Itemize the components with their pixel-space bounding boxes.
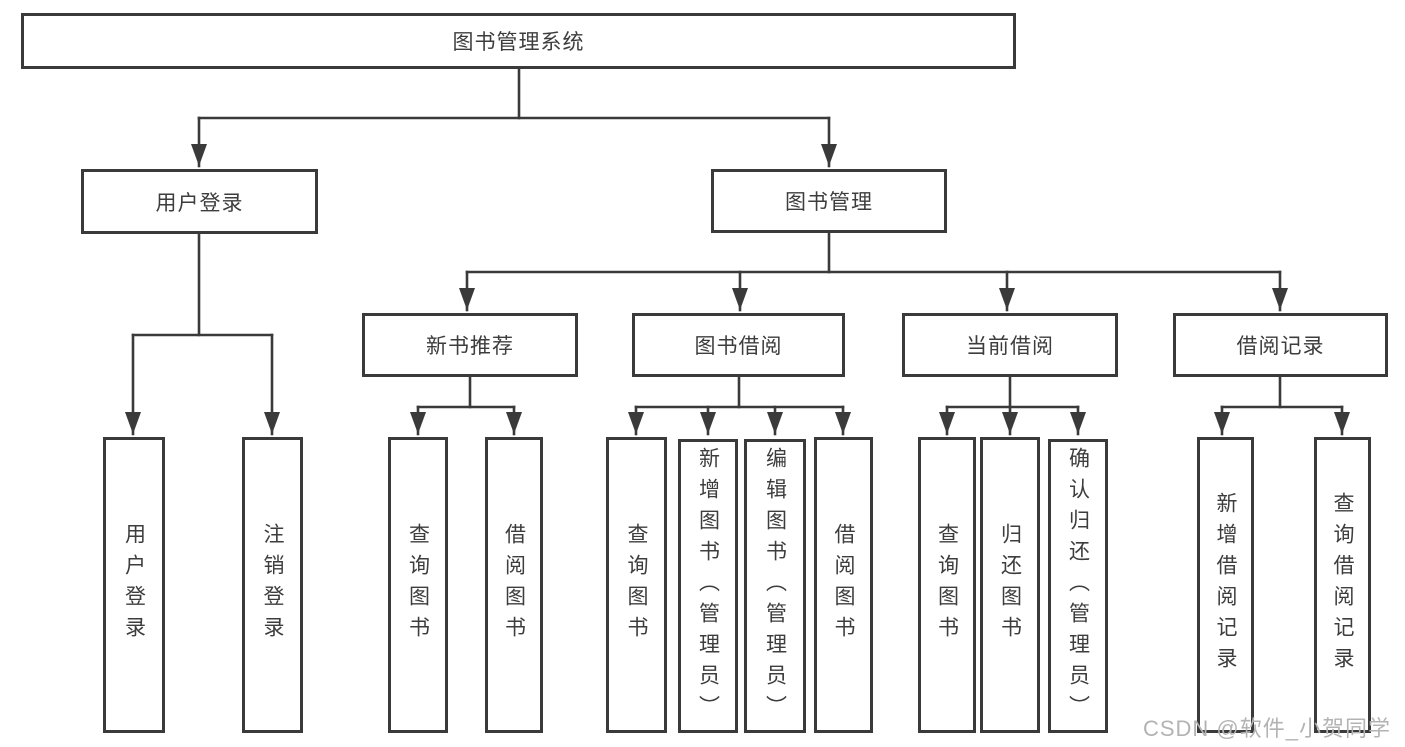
node-label: 用户登录	[122, 523, 146, 647]
leaf-add-borrow-record: 新增借阅记录	[1197, 437, 1254, 733]
leaf-confirm-return-admin: 确认归还（管理员）	[1048, 439, 1108, 733]
node-label: 借阅记录	[1236, 335, 1325, 358]
leaf-user-login: 用户登录	[103, 437, 165, 733]
node-label: 用户登录	[155, 191, 244, 215]
node-label: 确认归还（管理员）	[1066, 446, 1090, 726]
leaf-edit-book-admin: 编辑图书（管理员）	[744, 439, 806, 733]
node-book-management: 图书管理	[711, 169, 947, 233]
csdn-watermark: CSDN @软件_小贺同学	[1142, 716, 1391, 741]
leaf-query-books-recommend: 查询图书	[388, 437, 448, 733]
node-user-login: 用户登录	[81, 169, 318, 234]
leaf-query-borrow-record: 查询借阅记录	[1314, 437, 1371, 733]
node-current-borrowing: 当前借阅	[902, 313, 1118, 377]
node-new-book-recommend: 新书推荐	[362, 313, 578, 377]
leaf-return-books: 归还图书	[980, 437, 1040, 733]
leaf-borrow-books-recommend: 借阅图书	[485, 437, 543, 733]
node-label: 查询图书	[625, 523, 648, 647]
leaf-query-books-current: 查询图书	[918, 437, 976, 733]
node-label: 注销登录	[261, 523, 284, 647]
node-borrowing-records: 借阅记录	[1173, 313, 1388, 377]
node-label: 查询图书	[406, 523, 430, 647]
node-label: 图书管理	[785, 191, 873, 214]
node-label: 当前借阅	[966, 335, 1054, 358]
node-label: 新书推荐	[426, 335, 514, 358]
node-label: 新增借阅记录	[1214, 492, 1237, 678]
node-book-borrowing: 图书借阅	[632, 313, 845, 377]
node-label: 查询借阅记录	[1331, 492, 1354, 678]
leaf-borrow-books: 借阅图书	[814, 437, 873, 733]
node-label: 新增图书（管理员）	[696, 446, 720, 726]
leaf-logout: 注销登录	[242, 437, 303, 733]
leaf-query-books-borrowing: 查询图书	[606, 437, 667, 733]
node-label: 归还图书	[998, 523, 1022, 647]
node-label: 借阅图书	[832, 523, 855, 647]
node-label: 图书管理系统	[452, 31, 585, 54]
node-label: 借阅图书	[502, 523, 526, 647]
node-label: 图书借阅	[694, 335, 783, 358]
node-label: 编辑图书（管理员）	[763, 446, 787, 726]
node-book-management-system: 图书管理系统	[21, 13, 1016, 69]
node-label: 查询图书	[935, 523, 959, 647]
leaf-add-book-admin: 新增图书（管理员）	[678, 439, 738, 733]
